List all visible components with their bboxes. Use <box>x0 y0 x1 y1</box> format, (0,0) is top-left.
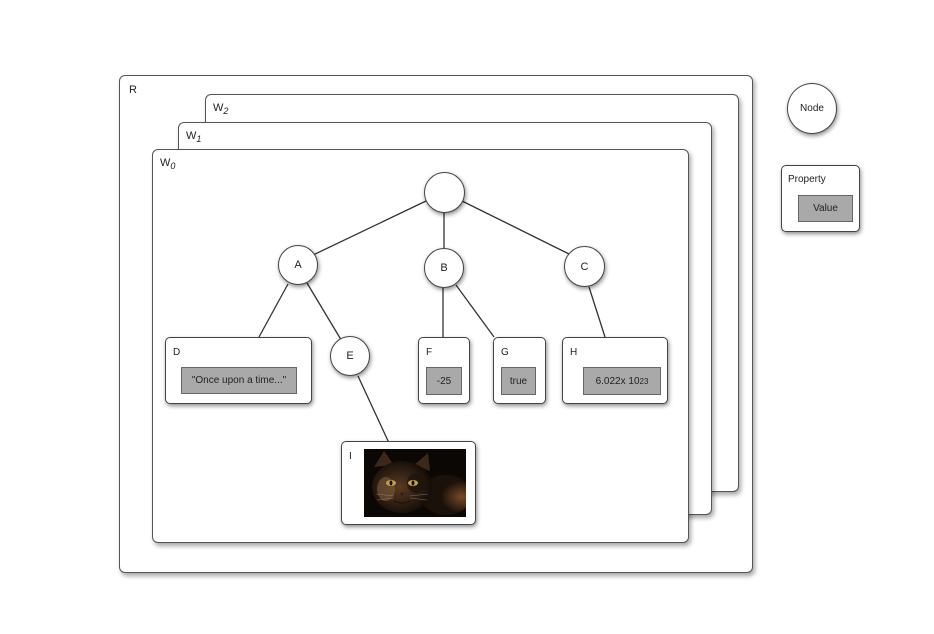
property-g-label: G <box>501 347 509 358</box>
layer-r-label: R <box>129 84 137 96</box>
property-d: D "Once upon a time..." <box>165 337 312 404</box>
property-f: F -25 <box>418 337 470 404</box>
property-i-label: I <box>349 451 352 462</box>
cat-photo <box>364 449 466 517</box>
layer-w2-label: W2 <box>213 102 229 117</box>
legend-property: Property Value <box>781 165 860 232</box>
property-h-value-exponent: 23 <box>639 376 649 386</box>
property-f-label: F <box>426 347 433 358</box>
property-h-label: H <box>570 347 578 358</box>
legend-property-value: Value <box>798 195 853 222</box>
node-a: A <box>278 245 318 285</box>
node-root <box>424 172 465 213</box>
layer-w0-label: W0 <box>160 157 176 172</box>
property-d-value: "Once upon a time..." <box>181 367 297 394</box>
property-g-value: true <box>501 367 536 395</box>
layer-w1-label: W1 <box>186 130 202 145</box>
node-c: C <box>564 246 605 287</box>
node-b: B <box>424 248 464 288</box>
property-i: I <box>341 441 476 525</box>
property-d-label: D <box>173 347 181 358</box>
legend-property-label: Property <box>788 174 826 185</box>
property-g: G true <box>493 337 546 404</box>
legend-node: Node <box>787 83 837 134</box>
node-e: E <box>330 336 370 376</box>
property-h-value-base: 6.022x 10 <box>595 375 640 387</box>
property-f-value: -25 <box>426 367 462 395</box>
cat-photo-drawing <box>364 449 466 517</box>
